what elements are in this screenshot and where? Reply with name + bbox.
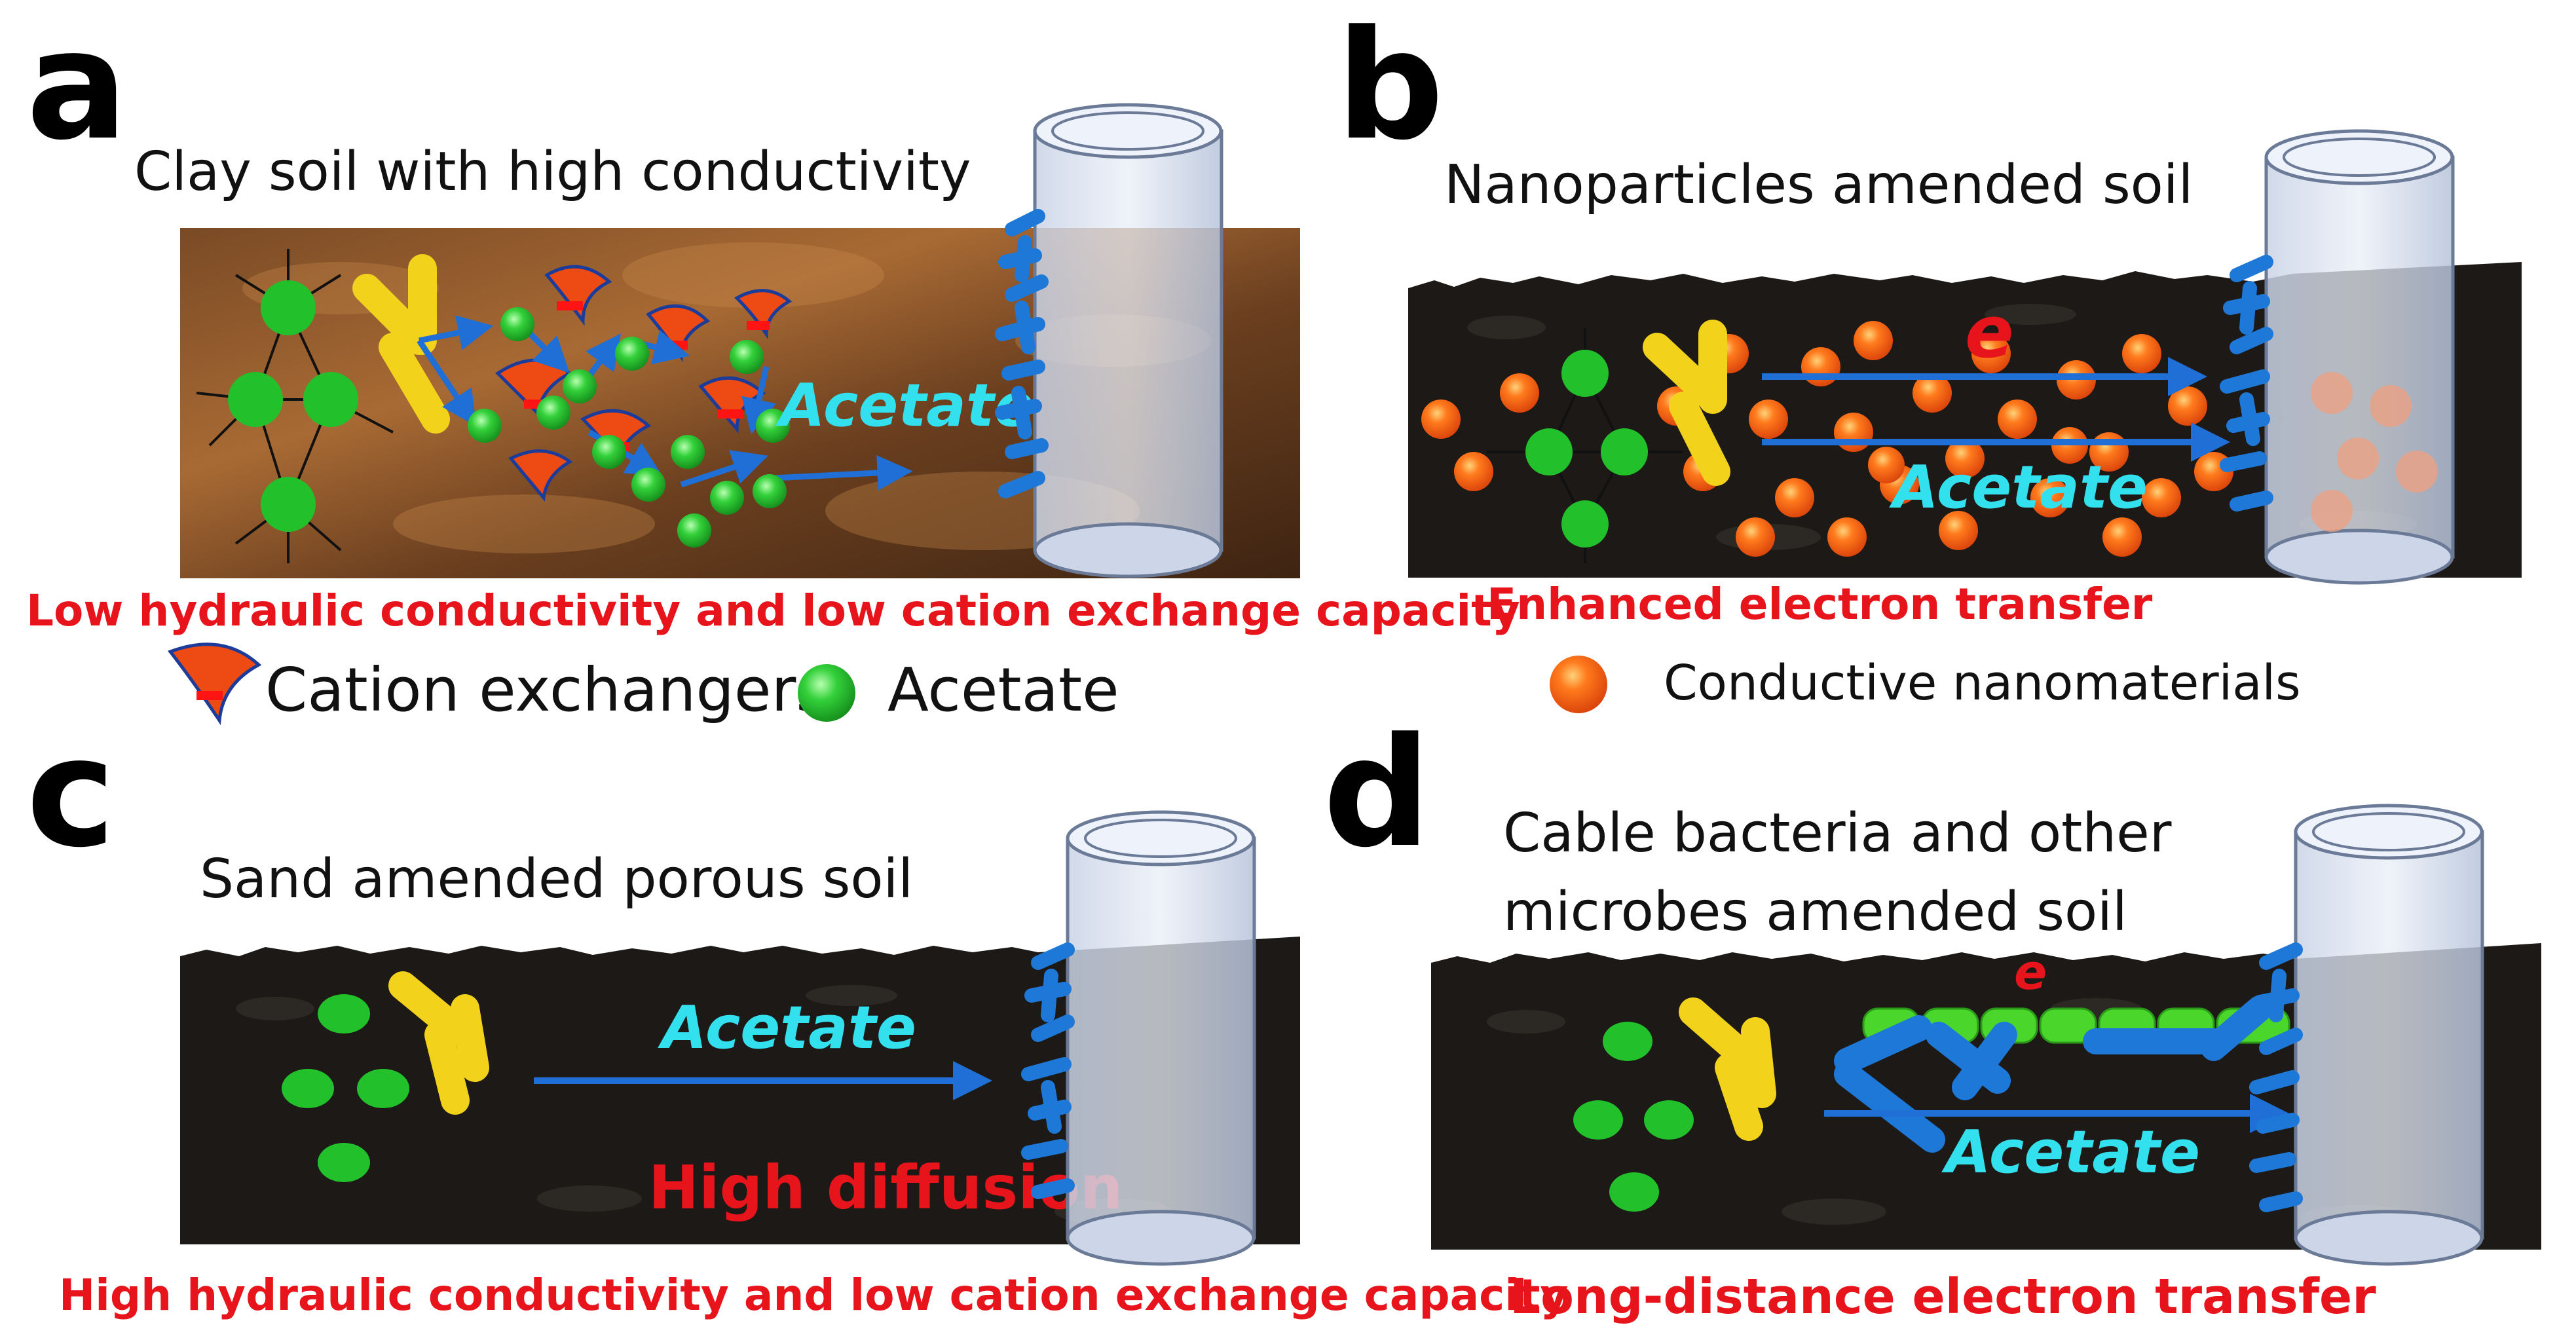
panel-c-caption: High hydraulic conductivity and low cati… bbox=[59, 1270, 1568, 1320]
legend-nanomaterial-symbol bbox=[1550, 656, 1607, 713]
panel-a: a Clay soil with high conductivity bbox=[26, 0, 1520, 726]
panel-c-letter: c bbox=[26, 706, 115, 881]
panel-b: b Nanoparticles amended soil bbox=[1336, 0, 2522, 713]
panel-b-title: Nanoparticles amended soil bbox=[1444, 154, 2193, 216]
panel-d-title-line2: microbes amended soil bbox=[1503, 881, 2127, 943]
flow-label-acetate-a: Acetate bbox=[775, 371, 1034, 440]
microbe-c bbox=[388, 971, 489, 1115]
biofilm-c bbox=[1021, 942, 1075, 1199]
electron-flow-arrows-b bbox=[1762, 357, 2230, 462]
panel-d: d Cable bacteria and other microbes amen… bbox=[1323, 706, 2541, 1325]
panel-a-letter: a bbox=[26, 0, 128, 174]
electron-label-b: e bbox=[1965, 290, 2014, 374]
microbe-a bbox=[352, 254, 450, 434]
panel-d-caption: Long-distance electron transfer bbox=[1510, 1269, 2376, 1325]
flow-label-acetate-b: Acetate bbox=[1889, 453, 2148, 522]
electrode-c bbox=[1066, 810, 1256, 1266]
panel-d-title-line1: Cable bacteria and other bbox=[1503, 802, 2172, 865]
microbe-b bbox=[1643, 320, 1730, 486]
microbe-d bbox=[1679, 997, 1776, 1141]
legend-conductive-nanomaterials-label: Conductive nanomaterials bbox=[1664, 655, 2301, 711]
electrode-a bbox=[1033, 103, 1223, 578]
flow-label-acetate-d: Acetate bbox=[1941, 1118, 2200, 1187]
panel-a-title: Clay soil with high conductivity bbox=[134, 141, 971, 203]
electrode-d bbox=[2294, 804, 2484, 1266]
clay-acetate-nodes bbox=[228, 280, 358, 532]
legend-acetate-label: Acetate bbox=[887, 655, 1119, 725]
panel-a-caption: Low hydraulic conductivity and low catio… bbox=[26, 586, 1520, 636]
panel-b-letter: b bbox=[1336, 0, 1444, 174]
acetate-particles-c bbox=[282, 994, 409, 1182]
electrode-b bbox=[2264, 129, 2455, 585]
other-microbes-d bbox=[1834, 996, 2273, 1153]
legend-cation-exchanger-symbol bbox=[167, 642, 262, 726]
panel-c-title: Sand amended porous soil bbox=[200, 848, 913, 910]
legend-cation-exchangers-label: Cation exchangers bbox=[265, 655, 827, 725]
legend-acetate-symbol bbox=[798, 664, 855, 722]
flow-label-acetate-c: Acetate bbox=[658, 994, 916, 1062]
electron-label-d: e bbox=[2014, 944, 2047, 1001]
panel-d-letter: d bbox=[1323, 706, 1431, 881]
nanoparticles-in-electrode-b bbox=[2311, 372, 2438, 532]
nano-acetate-nodes-b bbox=[1525, 350, 1648, 548]
biofilm-a bbox=[995, 209, 1049, 498]
panel-b-caption: Enhanced electron transfer bbox=[1487, 579, 2153, 629]
biofilm-b bbox=[2220, 255, 2273, 512]
acetate-particles-a bbox=[468, 307, 790, 548]
panel-c: c Sand amended porous soil Acetate High … bbox=[26, 706, 1568, 1320]
biofilm-d bbox=[2249, 942, 2303, 1212]
acetate-particles-d bbox=[1573, 1022, 1694, 1212]
